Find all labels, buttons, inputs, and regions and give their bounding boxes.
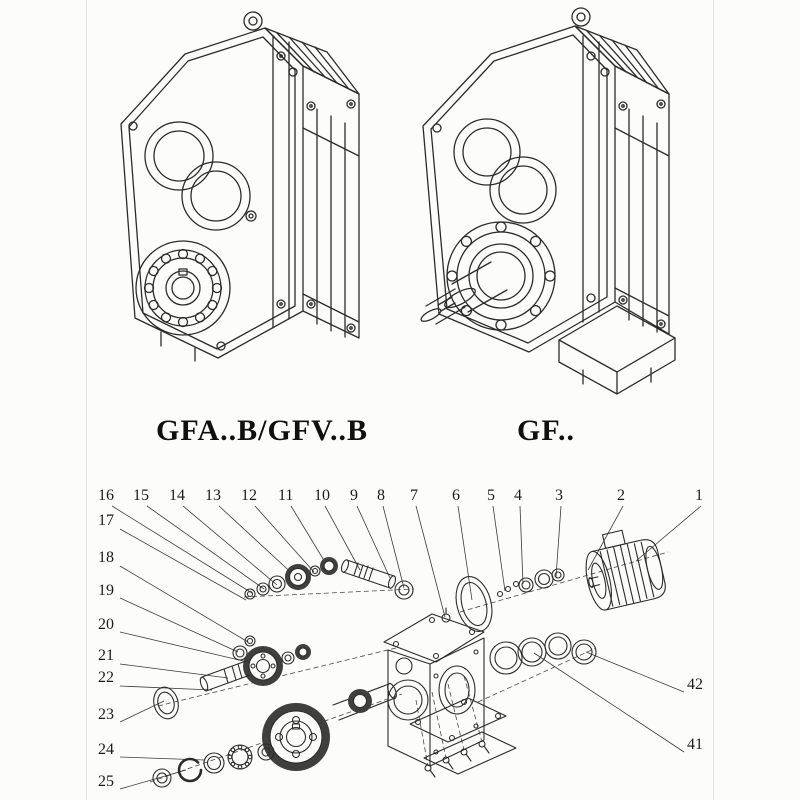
part-callout-25: 25 — [98, 773, 114, 790]
front-strap — [272, 35, 290, 329]
part-callout-12: 12 — [241, 487, 257, 504]
part-callout-3: 3 — [555, 487, 563, 504]
model-label-right: GF.. — [517, 414, 575, 447]
part-callout-41: 41 — [687, 736, 703, 753]
front-strap — [582, 35, 600, 323]
output-shaft — [420, 261, 508, 325]
part-callout-4: 4 — [514, 487, 522, 504]
part-callout-14: 14 — [169, 487, 185, 504]
part-callout-23: 23 — [98, 706, 114, 723]
hollow-shaft-bearing — [135, 240, 231, 336]
output-shaft-parts — [152, 682, 397, 788]
part-callout-20: 20 — [98, 616, 114, 633]
housing-part — [383, 607, 485, 767]
part-callout-2: 2 — [617, 487, 625, 504]
part-callout-18: 18 — [98, 549, 114, 566]
seal-ring-parts — [489, 632, 597, 675]
side-ribs — [614, 108, 670, 333]
gearbox-drawing-gfab — [120, 11, 360, 362]
model-label-left: GFA..B/GFV..B — [156, 414, 368, 447]
cover-plate-parts — [409, 697, 517, 778]
motor-part — [585, 529, 666, 611]
part-callout-8: 8 — [377, 487, 385, 504]
part-callout-21: 21 — [98, 647, 114, 664]
part-callout-17: 17 — [98, 512, 114, 529]
page-edge-left — [86, 0, 87, 800]
gearbox-drawing-gf — [420, 7, 676, 395]
part-callout-7: 7 — [410, 487, 418, 504]
part-callout-11: 11 — [278, 487, 294, 504]
part-callout-19: 19 — [98, 582, 114, 599]
input-shaft-parts — [244, 557, 414, 600]
part-callout-6: 6 — [452, 487, 460, 504]
part-callout-42: 42 — [687, 676, 703, 693]
top-cooling-ribs — [586, 30, 659, 89]
housing-outline — [422, 25, 670, 353]
corner-bolts — [432, 67, 666, 329]
part-callout-24: 24 — [98, 741, 114, 758]
eye-bolt-lug-icon — [243, 11, 263, 31]
input-bosses — [453, 118, 557, 224]
leader-lines — [111, 505, 702, 790]
assembly-axis-lines — [149, 551, 669, 783]
part-callout-22: 22 — [98, 669, 114, 686]
output-flange — [446, 221, 556, 331]
part-callout-13: 13 — [205, 487, 221, 504]
top-cooling-ribs — [276, 32, 349, 89]
foot-notches — [160, 331, 196, 362]
side-ribs — [302, 108, 360, 338]
part-callout-5: 5 — [487, 487, 495, 504]
input-flange-parts — [455, 568, 565, 632]
eye-bolt-lug-icon — [571, 7, 591, 27]
part-callout-1: 1 — [695, 487, 703, 504]
part-callout-10: 10 — [314, 487, 330, 504]
part-callout-16: 16 — [98, 487, 114, 504]
part-callout-15: 15 — [133, 487, 149, 504]
page-edge-right — [713, 0, 714, 800]
mounting-base — [558, 305, 676, 395]
intermediate-shaft-parts — [153, 635, 311, 720]
part-callout-9: 9 — [350, 487, 358, 504]
input-bosses — [144, 121, 257, 231]
corner-bolts — [128, 67, 356, 351]
